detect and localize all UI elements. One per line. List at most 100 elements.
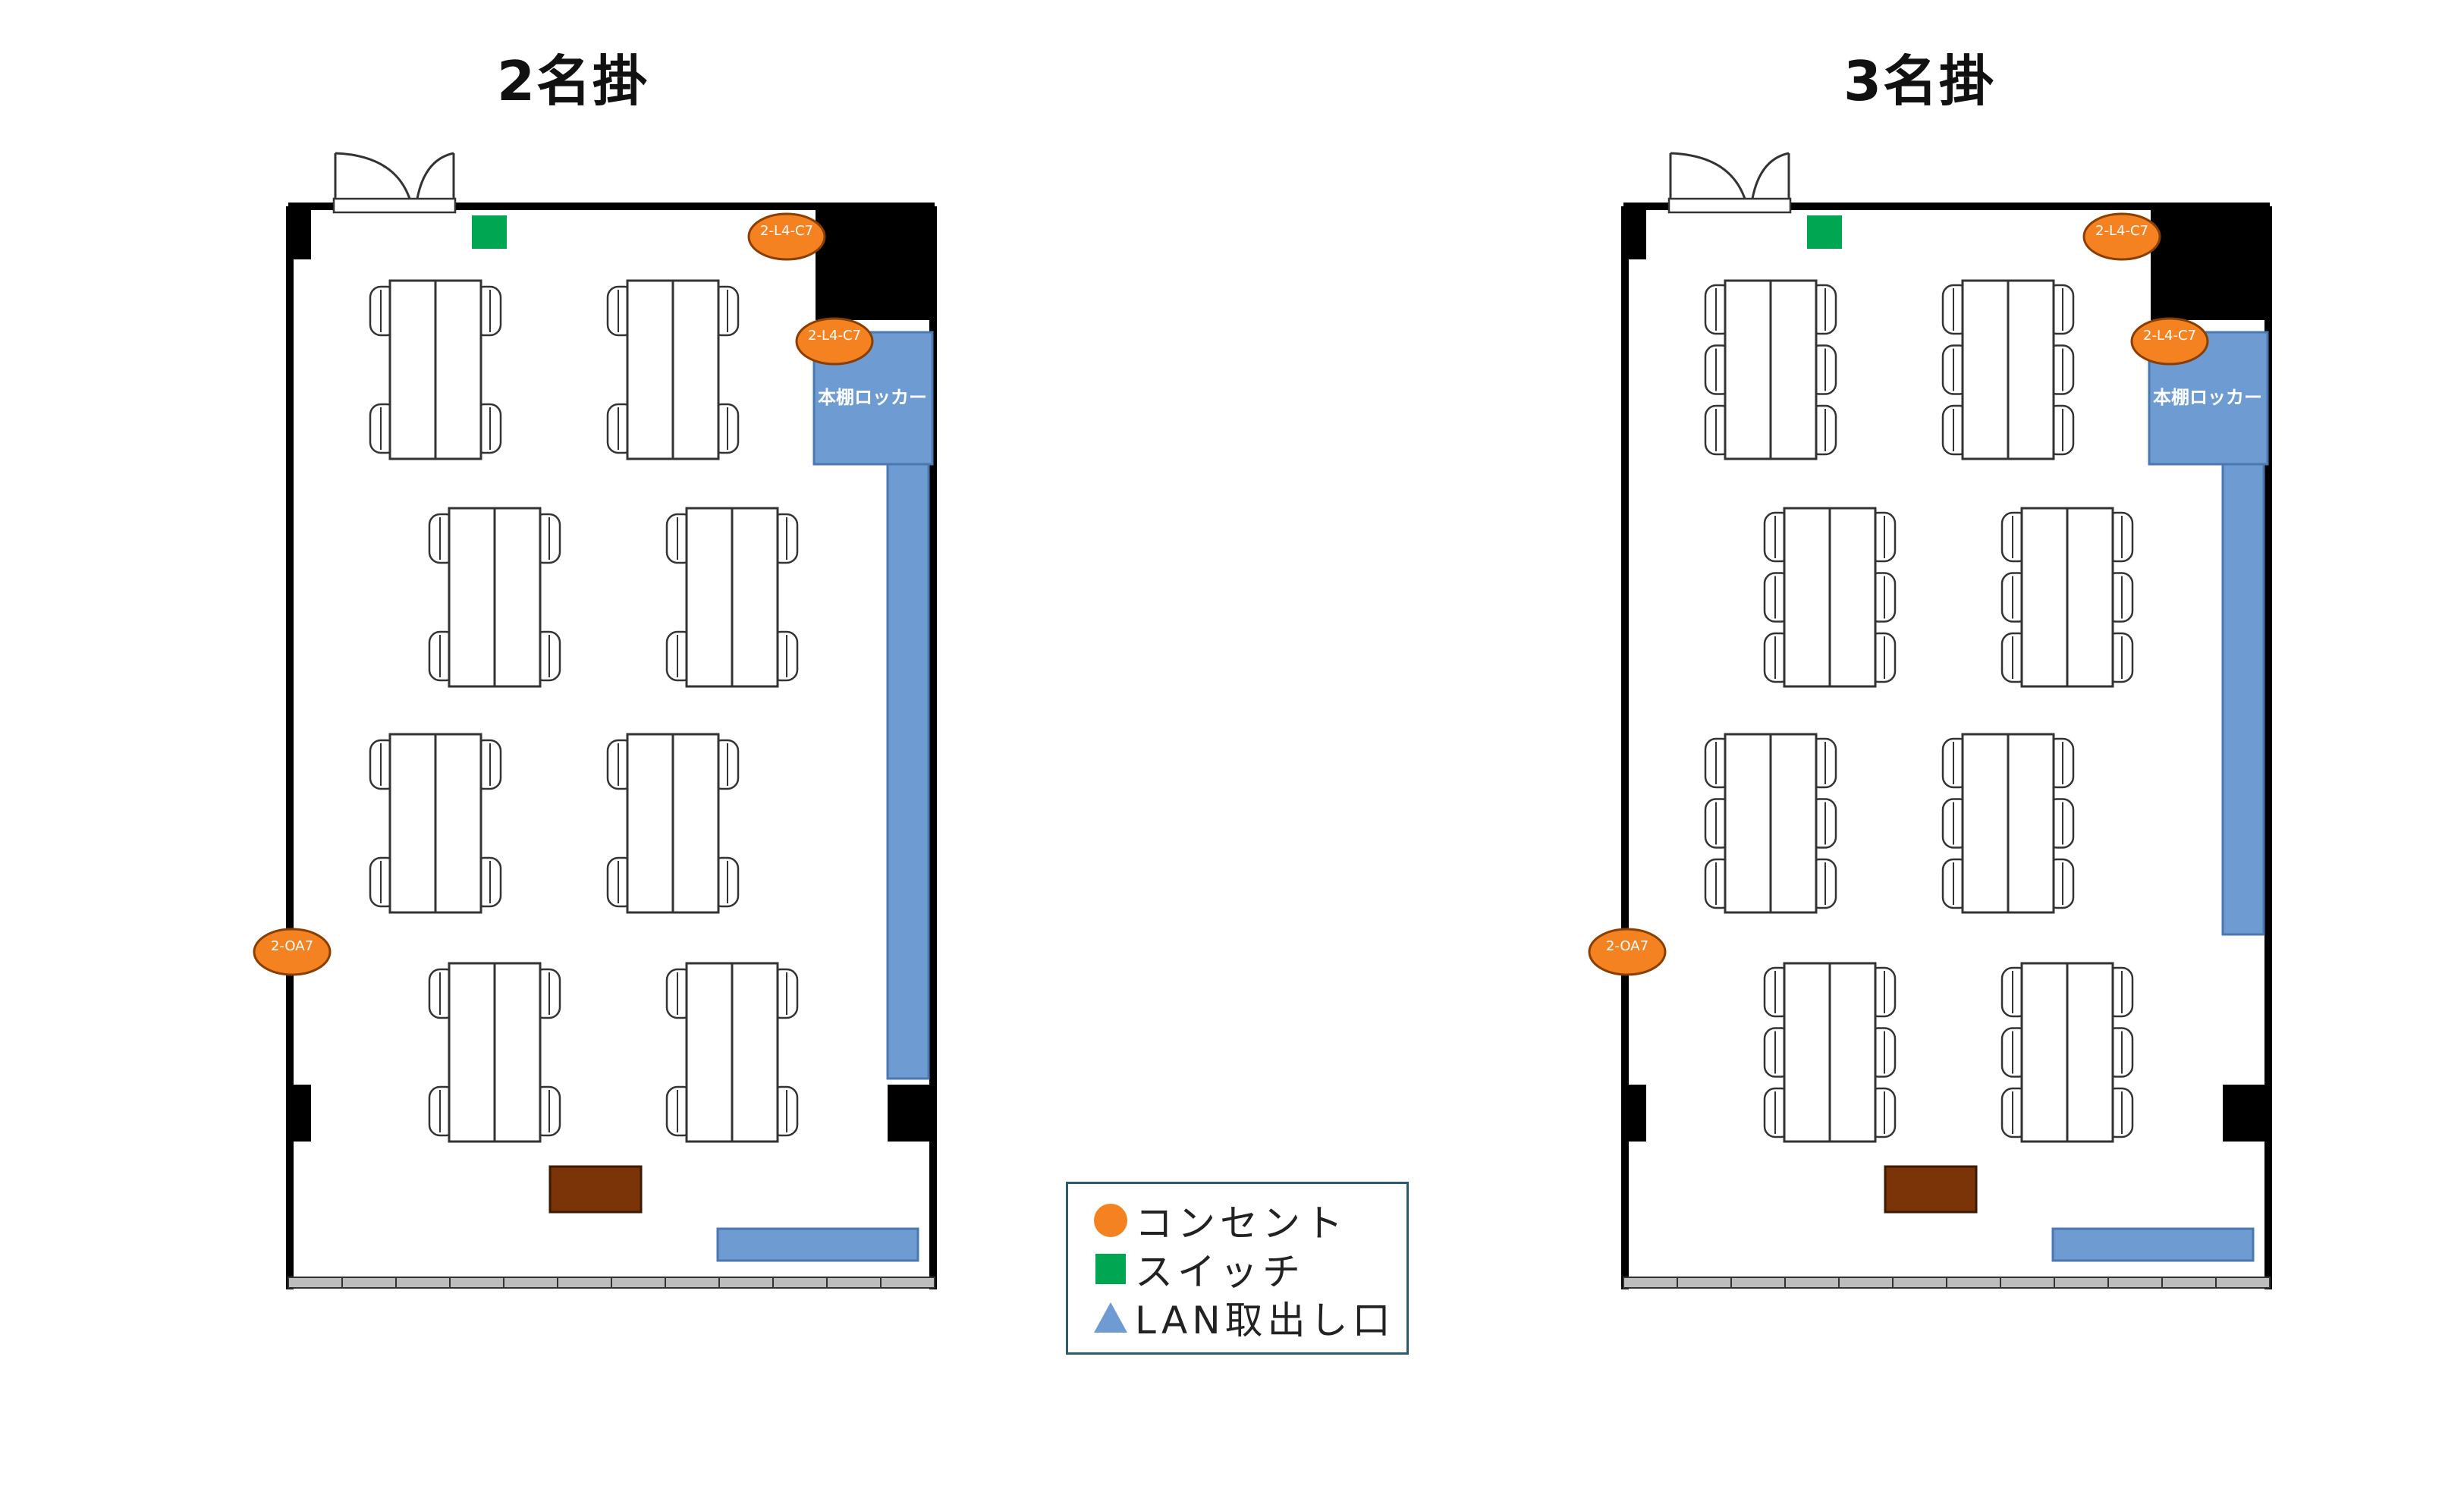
outlet-marker: 2-L4-C7 <box>795 317 874 366</box>
legend: コンセント スイッチ LAN取出し口 <box>1066 1182 1409 1355</box>
floor-plan: 本棚ロッカー 2-L4-C7 2-L4-C7 2-OA7 <box>253 152 937 1289</box>
shelf <box>716 1227 919 1262</box>
outlet-marker: 2-OA7 <box>253 928 332 976</box>
cabinet-label: 本棚ロッカー <box>2153 387 2262 408</box>
plan-title: 2名掛 <box>496 49 649 113</box>
column <box>2151 206 2272 320</box>
desk <box>671 733 720 914</box>
door-swing <box>335 152 411 199</box>
plan-title: 3名掛 <box>1843 49 1996 113</box>
shelf <box>886 463 930 1080</box>
desk-group <box>369 733 502 914</box>
shelf <box>2051 1227 2255 1262</box>
desk <box>434 733 482 914</box>
orange-circle-icon <box>747 212 826 261</box>
outlet-label: 2-L4-C7 <box>2143 328 2196 344</box>
blue-triangle-icon <box>1094 1302 1127 1333</box>
desk <box>1961 279 2010 460</box>
desk-group <box>1941 279 2075 460</box>
desk <box>1769 733 1818 914</box>
desk <box>388 733 437 914</box>
outlet-label: 2-OA7 <box>271 938 313 954</box>
orange-circle-icon <box>795 317 874 366</box>
desk <box>2007 279 2055 460</box>
desk <box>1724 733 1772 914</box>
green-square-icon <box>1807 215 1842 249</box>
column <box>288 206 311 259</box>
desk <box>1828 962 1877 1143</box>
outlet-label: 2-L4-C7 <box>2095 223 2148 239</box>
desk-group <box>1941 733 2075 914</box>
plan-body: 本棚ロッカー 2-L4-C7 2-L4-C7 2-OA7 <box>253 152 937 1289</box>
column <box>888 1085 935 1142</box>
desk <box>448 962 496 1143</box>
desk <box>388 279 437 460</box>
orange-circle-icon <box>1588 928 1667 976</box>
legend-label: LAN取出し口 <box>1135 1299 1395 1343</box>
orange-circle-icon <box>2082 212 2161 261</box>
legend-label: コンセント <box>1135 1201 1347 1245</box>
legend-item: スイッチ <box>1092 1245 1406 1294</box>
cabinet-label: 本棚ロッカー <box>818 387 927 408</box>
floor-plan: 本棚ロッカー 2-L4-C7 2-L4-C7 2-OA7 <box>1588 152 2272 1289</box>
desk <box>1828 507 1877 688</box>
column <box>288 1085 311 1142</box>
desk-group <box>1704 279 1837 460</box>
door-swing <box>1751 152 1790 199</box>
column <box>2223 1085 2270 1142</box>
desk-group <box>2000 962 2134 1143</box>
column <box>816 206 937 320</box>
desk-group <box>665 962 799 1143</box>
outlet-label: 2-OA7 <box>1606 938 1648 954</box>
desk-group <box>606 733 740 914</box>
desk <box>493 962 542 1143</box>
desk-group <box>369 279 502 460</box>
desk-group <box>428 507 561 688</box>
desk <box>1769 279 1818 460</box>
outlet-marker: 2-L4-C7 <box>747 212 826 261</box>
green-square-icon <box>472 215 507 249</box>
desk-group <box>2000 507 2134 688</box>
desk <box>1961 733 2010 914</box>
desk <box>2020 507 2069 688</box>
outlet-label: 2-L4-C7 <box>808 328 861 344</box>
door-frame <box>1667 197 1792 214</box>
door-swing <box>416 152 454 199</box>
desk <box>685 962 734 1143</box>
column <box>1623 206 1646 259</box>
desk <box>731 962 779 1143</box>
column <box>1623 1085 1646 1142</box>
door <box>332 152 457 214</box>
desk <box>434 279 482 460</box>
desk <box>448 507 496 688</box>
desk-group <box>1763 507 1897 688</box>
desk-group <box>665 507 799 688</box>
door-frame <box>332 197 457 214</box>
desk <box>671 279 720 460</box>
orange-circle-icon <box>253 928 332 976</box>
legend-item: LAN取出し口 <box>1092 1293 1406 1343</box>
desk-group <box>1763 962 1897 1143</box>
outlet-label: 2-L4-C7 <box>760 223 813 239</box>
desk <box>731 507 779 688</box>
legend-label: スイッチ <box>1135 1250 1305 1294</box>
desk <box>1724 279 1772 460</box>
desk-group <box>606 279 740 460</box>
desk-group <box>428 962 561 1143</box>
desk <box>2007 733 2055 914</box>
plan-body: 本棚ロッカー 2-L4-C7 2-L4-C7 2-OA7 <box>1588 152 2272 1289</box>
podium <box>548 1165 643 1214</box>
orange-circle-icon <box>1094 1204 1127 1237</box>
door-swing <box>1670 152 1746 199</box>
outlet-marker: 2-L4-C7 <box>2082 212 2161 261</box>
desk <box>685 507 734 688</box>
podium <box>1884 1165 1978 1214</box>
door <box>1667 152 1792 214</box>
orange-circle-icon <box>2130 317 2209 366</box>
desk-group <box>1704 733 1837 914</box>
green-square-icon <box>1095 1254 1126 1284</box>
desk <box>2020 962 2069 1143</box>
shelf <box>2221 463 2265 936</box>
desk <box>1783 962 1831 1143</box>
desk <box>626 733 674 914</box>
